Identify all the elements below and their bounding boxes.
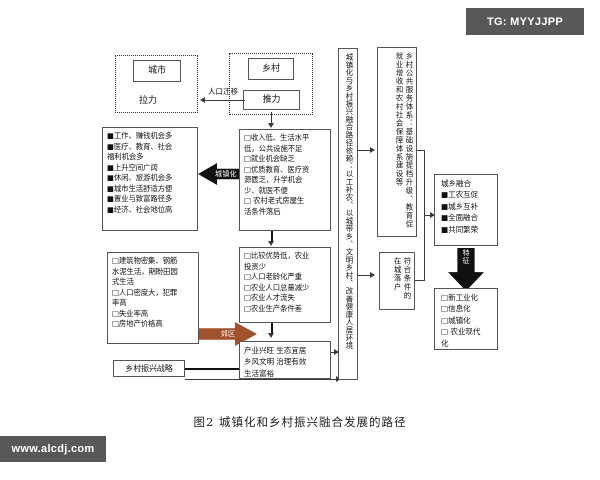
rural-weakness-item: □农业人口总量减少 (244, 282, 310, 292)
goals-to-path-arrowhead (334, 349, 339, 355)
path-to-settle-arrowhead (370, 272, 375, 278)
suburb-arrow-label: 郊区 (220, 330, 236, 338)
rural-down-line (271, 112, 272, 125)
rural-title-box: 乡村 (248, 58, 294, 80)
feature-arrow-label: 特征 (462, 249, 470, 265)
path-to-service-arrowhead (370, 147, 375, 153)
rural-weakness-item: 投资少 (244, 261, 266, 271)
rural-down-arrowhead (268, 123, 274, 128)
rural-push-item: □就业机会缺乏 (244, 154, 295, 164)
urban-rural-fusion-box: 城乡融合 ■工农互促 ■城乡互补 ■全面融合 ■共同繁荣 (434, 174, 498, 246)
city-pull-item: ■经济、社会地位高 (107, 204, 173, 214)
migration-line (205, 100, 245, 101)
city-group-border (115, 55, 198, 113)
fusion-item: ■共同繁荣 (441, 224, 479, 234)
fusion-item: ■全面融合 (441, 213, 479, 223)
city-push-item: 水泥生活，期盼田园 (112, 266, 178, 276)
goal-item: 生活富裕 (244, 368, 274, 378)
rural-weak-arrowhead (268, 241, 274, 246)
modernization-item: 化 (441, 338, 449, 348)
fusion-item: ■工农互促 (441, 190, 479, 200)
rural-push-item: □收入低、生活水平 (244, 133, 310, 142)
modernization-item: □ 农业现代 (441, 327, 481, 337)
goal-item: 乡风文明 治理有效 (244, 357, 307, 367)
rural-push-item: □ 农村老式房屋生 (244, 196, 305, 206)
bottom-connector-line (185, 379, 341, 380)
revitalization-goals-box: 产业兴旺 生态宜居 乡风文明 治理有效 生活富裕 (239, 341, 331, 379)
right-bracket-top (417, 150, 425, 151)
city-push-item: 率高 (112, 298, 127, 308)
modernization-list-box: □新工业化 □信息化 □城镇化 □ 农业现代 化 (434, 288, 498, 350)
rural-weakness-item: □人口老龄化严重 (244, 272, 302, 282)
rural-weakness-item: □比较优势低，农业 (244, 251, 310, 260)
fusion-item: ■城乡互补 (441, 201, 479, 211)
path-to-settle-line (358, 275, 374, 276)
rural-push-box: 推力 (243, 90, 300, 110)
city-title-box: 城市 (133, 60, 181, 82)
telegram-watermark: TG: MYYJJPP (466, 8, 584, 35)
city-push-item: 式生活 (112, 277, 134, 287)
city-push-item: □建筑物密集、钢筋 (112, 256, 178, 265)
urbanization-arrow-label: 城镇化 (215, 170, 237, 178)
goals-arrowhead (268, 333, 274, 338)
goals-line (271, 323, 273, 335)
rural-weakness-list-box: □比较优势低，农业 投资少 □人口老龄化严重 □农业人口总量减少 □农业人才流失… (239, 247, 331, 323)
right-bracket-bottom (415, 280, 425, 281)
modernization-item: □城镇化 (441, 315, 471, 325)
rural-weakness-item: □农业生产条件差 (244, 303, 302, 313)
bracket-to-fusion-line (424, 215, 434, 216)
modernization-item: □信息化 (441, 304, 471, 314)
city-push-item: □房地产价格高 (112, 319, 163, 329)
city-pull-item: 福利机会多 (107, 152, 144, 162)
settle-city-vertical-box: 符合条件的在城落户 (379, 252, 415, 310)
public-service-vertical-box: 乡村公共服务体系：基础设施提档升级、教育促就业增收和农村社会保障体系建设等 (377, 47, 417, 237)
rural-push-item: 低，公共设施不足 (244, 143, 303, 153)
site-watermark: www.alcdj.com (0, 436, 106, 462)
city-pull-item: ■置业与致富路径多 (107, 194, 173, 204)
city-pull-item: ■医疗、教育、社会 (107, 141, 173, 151)
figure-caption: 图2 城镇化和乡村振兴融合发展的路径 (193, 415, 407, 429)
city-push-list-box: □建筑物密集、钢筋 水泥生活，期盼田园 式生活 □人口密度大，犯罪 率高 □失业… (107, 252, 199, 344)
migration-arrowhead (200, 97, 205, 103)
revitalization-strategy-box: 乡村振兴战略 (113, 360, 185, 377)
city-pull-list-box: ■工作、赚钱机会多 ■医疗、教育、社会 福利机会多 ■上升空间广阔 ■休闲、旅游… (102, 127, 198, 231)
rural-push-list-box: □收入低、生活水平 低，公共设施不足 □就业机会缺乏 □优质教育、医疗资 源匮乏… (239, 129, 331, 231)
rural-push-item: 源匮乏，升学机会 (244, 175, 303, 185)
modernization-item: □新工业化 (441, 293, 479, 302)
city-pull-item: ■上升空间广阔 (107, 162, 158, 172)
fusion-path-vertical-box: 城镇化与乡村振兴融合路径依赖：以工补农、以城带乡、文明乡村、改善健康人居环境 (338, 48, 358, 380)
city-pull-label: 拉力 (139, 96, 158, 106)
migration-label: 人口迁移 (208, 87, 238, 96)
city-push-item: □失业率高 (112, 308, 149, 318)
city-pull-item: ■工作、赚钱机会多 (107, 131, 173, 140)
path-to-service-line (358, 150, 374, 151)
feature-arrow: 特征 (448, 248, 484, 291)
city-push-item: □人口密度大，犯罪 (112, 287, 178, 297)
rural-weak-line (271, 231, 273, 243)
rural-push-item: 少、就医不便 (244, 185, 288, 195)
strategy-line (185, 368, 261, 370)
rural-push-item: □优质教育、医疗资 (244, 164, 310, 174)
goal-item: 产业兴旺 生态宜居 (244, 346, 307, 355)
city-pull-item: ■休闲、旅游机会多 (107, 173, 173, 183)
rural-weakness-item: □农业人才流失 (244, 293, 295, 303)
rural-push-item: 活条件落后 (244, 206, 281, 216)
bracket-to-fusion-arrowhead (430, 212, 435, 218)
fusion-title: 城乡融合 (441, 179, 471, 188)
city-pull-item: ■城市生活舒适方便 (107, 183, 173, 193)
